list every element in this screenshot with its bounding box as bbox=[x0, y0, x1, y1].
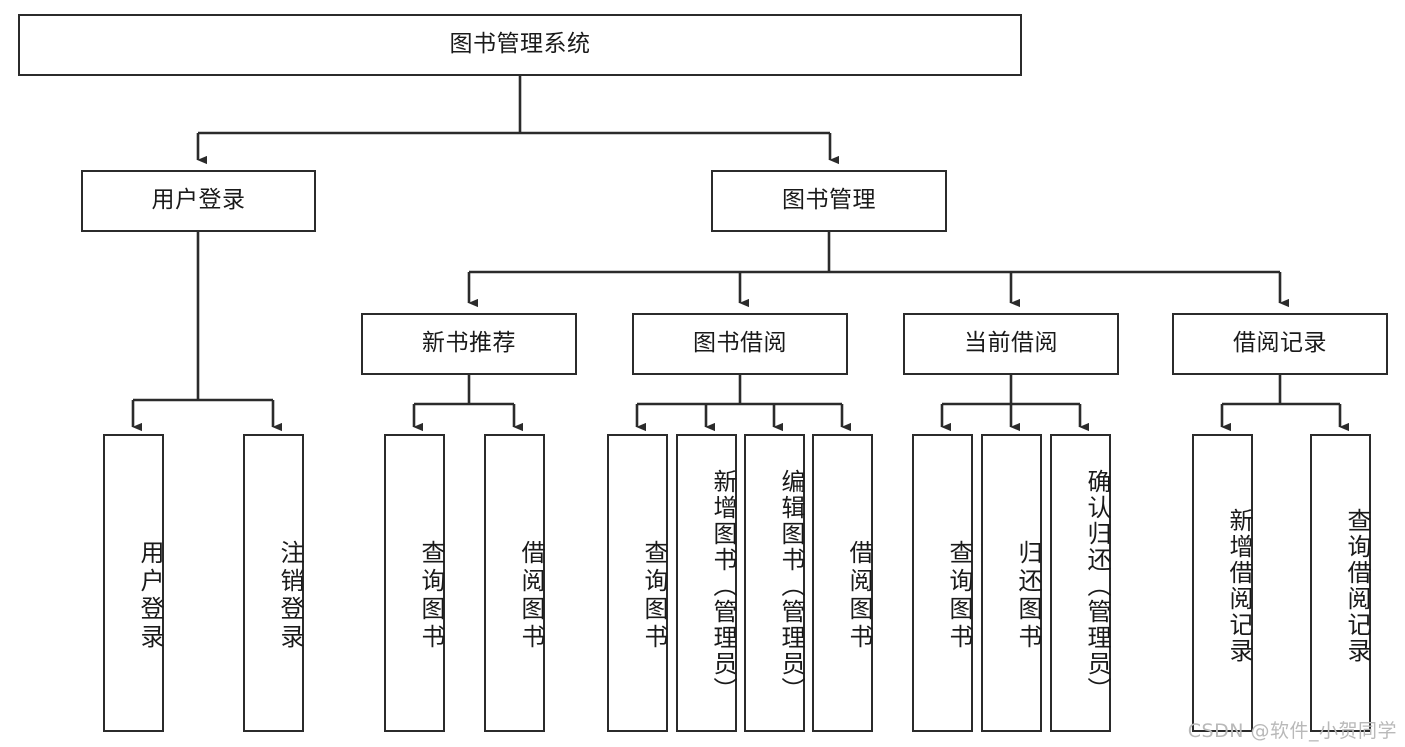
node-label: 确认归还（管理员） bbox=[1083, 469, 1111, 703]
node-label: 新增借阅记录 bbox=[1225, 508, 1253, 664]
leaf-borrow-query-book[interactable]: 查询图书 bbox=[607, 434, 668, 732]
node-label: 图书借阅 bbox=[693, 330, 787, 357]
node-label: 新书推荐 bbox=[422, 330, 516, 357]
node-label: 用户登录 bbox=[151, 187, 246, 214]
node-book-borrow[interactable]: 图书借阅 bbox=[632, 313, 848, 375]
leaf-current-confirm-return-admin[interactable]: 确认归还（管理员） bbox=[1050, 434, 1111, 732]
node-label: 新增图书（管理员） bbox=[709, 469, 737, 703]
leaf-user-login-login[interactable]: 用户登录 bbox=[103, 434, 164, 732]
node-root-system[interactable]: 图书管理系统 bbox=[18, 14, 1022, 76]
node-label: 借阅记录 bbox=[1233, 330, 1327, 357]
node-label: 查询图书 bbox=[945, 540, 973, 652]
node-label: 注销登录 bbox=[276, 540, 304, 652]
leaf-current-query-book[interactable]: 查询图书 bbox=[912, 434, 973, 732]
node-label: 图书管理系统 bbox=[449, 31, 591, 58]
node-new-book-recommend[interactable]: 新书推荐 bbox=[361, 313, 577, 375]
leaf-recommend-query-book[interactable]: 查询图书 bbox=[384, 434, 445, 732]
leaf-borrow-edit-book-admin[interactable]: 编辑图书（管理员） bbox=[744, 434, 805, 732]
node-borrow-record[interactable]: 借阅记录 bbox=[1172, 313, 1388, 375]
node-label: 用户登录 bbox=[136, 540, 164, 652]
leaf-user-login-logout[interactable]: 注销登录 bbox=[243, 434, 304, 732]
csdn-watermark: CSDN @软件_小贺同学 bbox=[1187, 720, 1397, 742]
node-label: 借阅图书 bbox=[517, 540, 545, 652]
node-label: 归还图书 bbox=[1014, 540, 1042, 652]
node-label: 查询图书 bbox=[640, 540, 668, 652]
leaf-recommend-borrow-book[interactable]: 借阅图书 bbox=[484, 434, 545, 732]
node-book-management[interactable]: 图书管理 bbox=[711, 170, 947, 232]
node-label: 编辑图书（管理员） bbox=[777, 469, 805, 703]
node-current-borrow[interactable]: 当前借阅 bbox=[903, 313, 1119, 375]
node-label: 当前借阅 bbox=[964, 330, 1058, 357]
node-label: 借阅图书 bbox=[845, 540, 873, 652]
leaf-current-return-book[interactable]: 归还图书 bbox=[981, 434, 1042, 732]
node-user-login[interactable]: 用户登录 bbox=[81, 170, 316, 232]
leaf-record-query-record[interactable]: 查询借阅记录 bbox=[1310, 434, 1371, 732]
leaf-borrow-add-book-admin[interactable]: 新增图书（管理员） bbox=[676, 434, 737, 732]
node-label: 图书管理 bbox=[782, 187, 876, 214]
node-label: 查询图书 bbox=[417, 540, 445, 652]
node-label: 查询借阅记录 bbox=[1343, 508, 1371, 664]
leaf-record-add-record[interactable]: 新增借阅记录 bbox=[1192, 434, 1253, 732]
leaf-borrow-borrow-book[interactable]: 借阅图书 bbox=[812, 434, 873, 732]
